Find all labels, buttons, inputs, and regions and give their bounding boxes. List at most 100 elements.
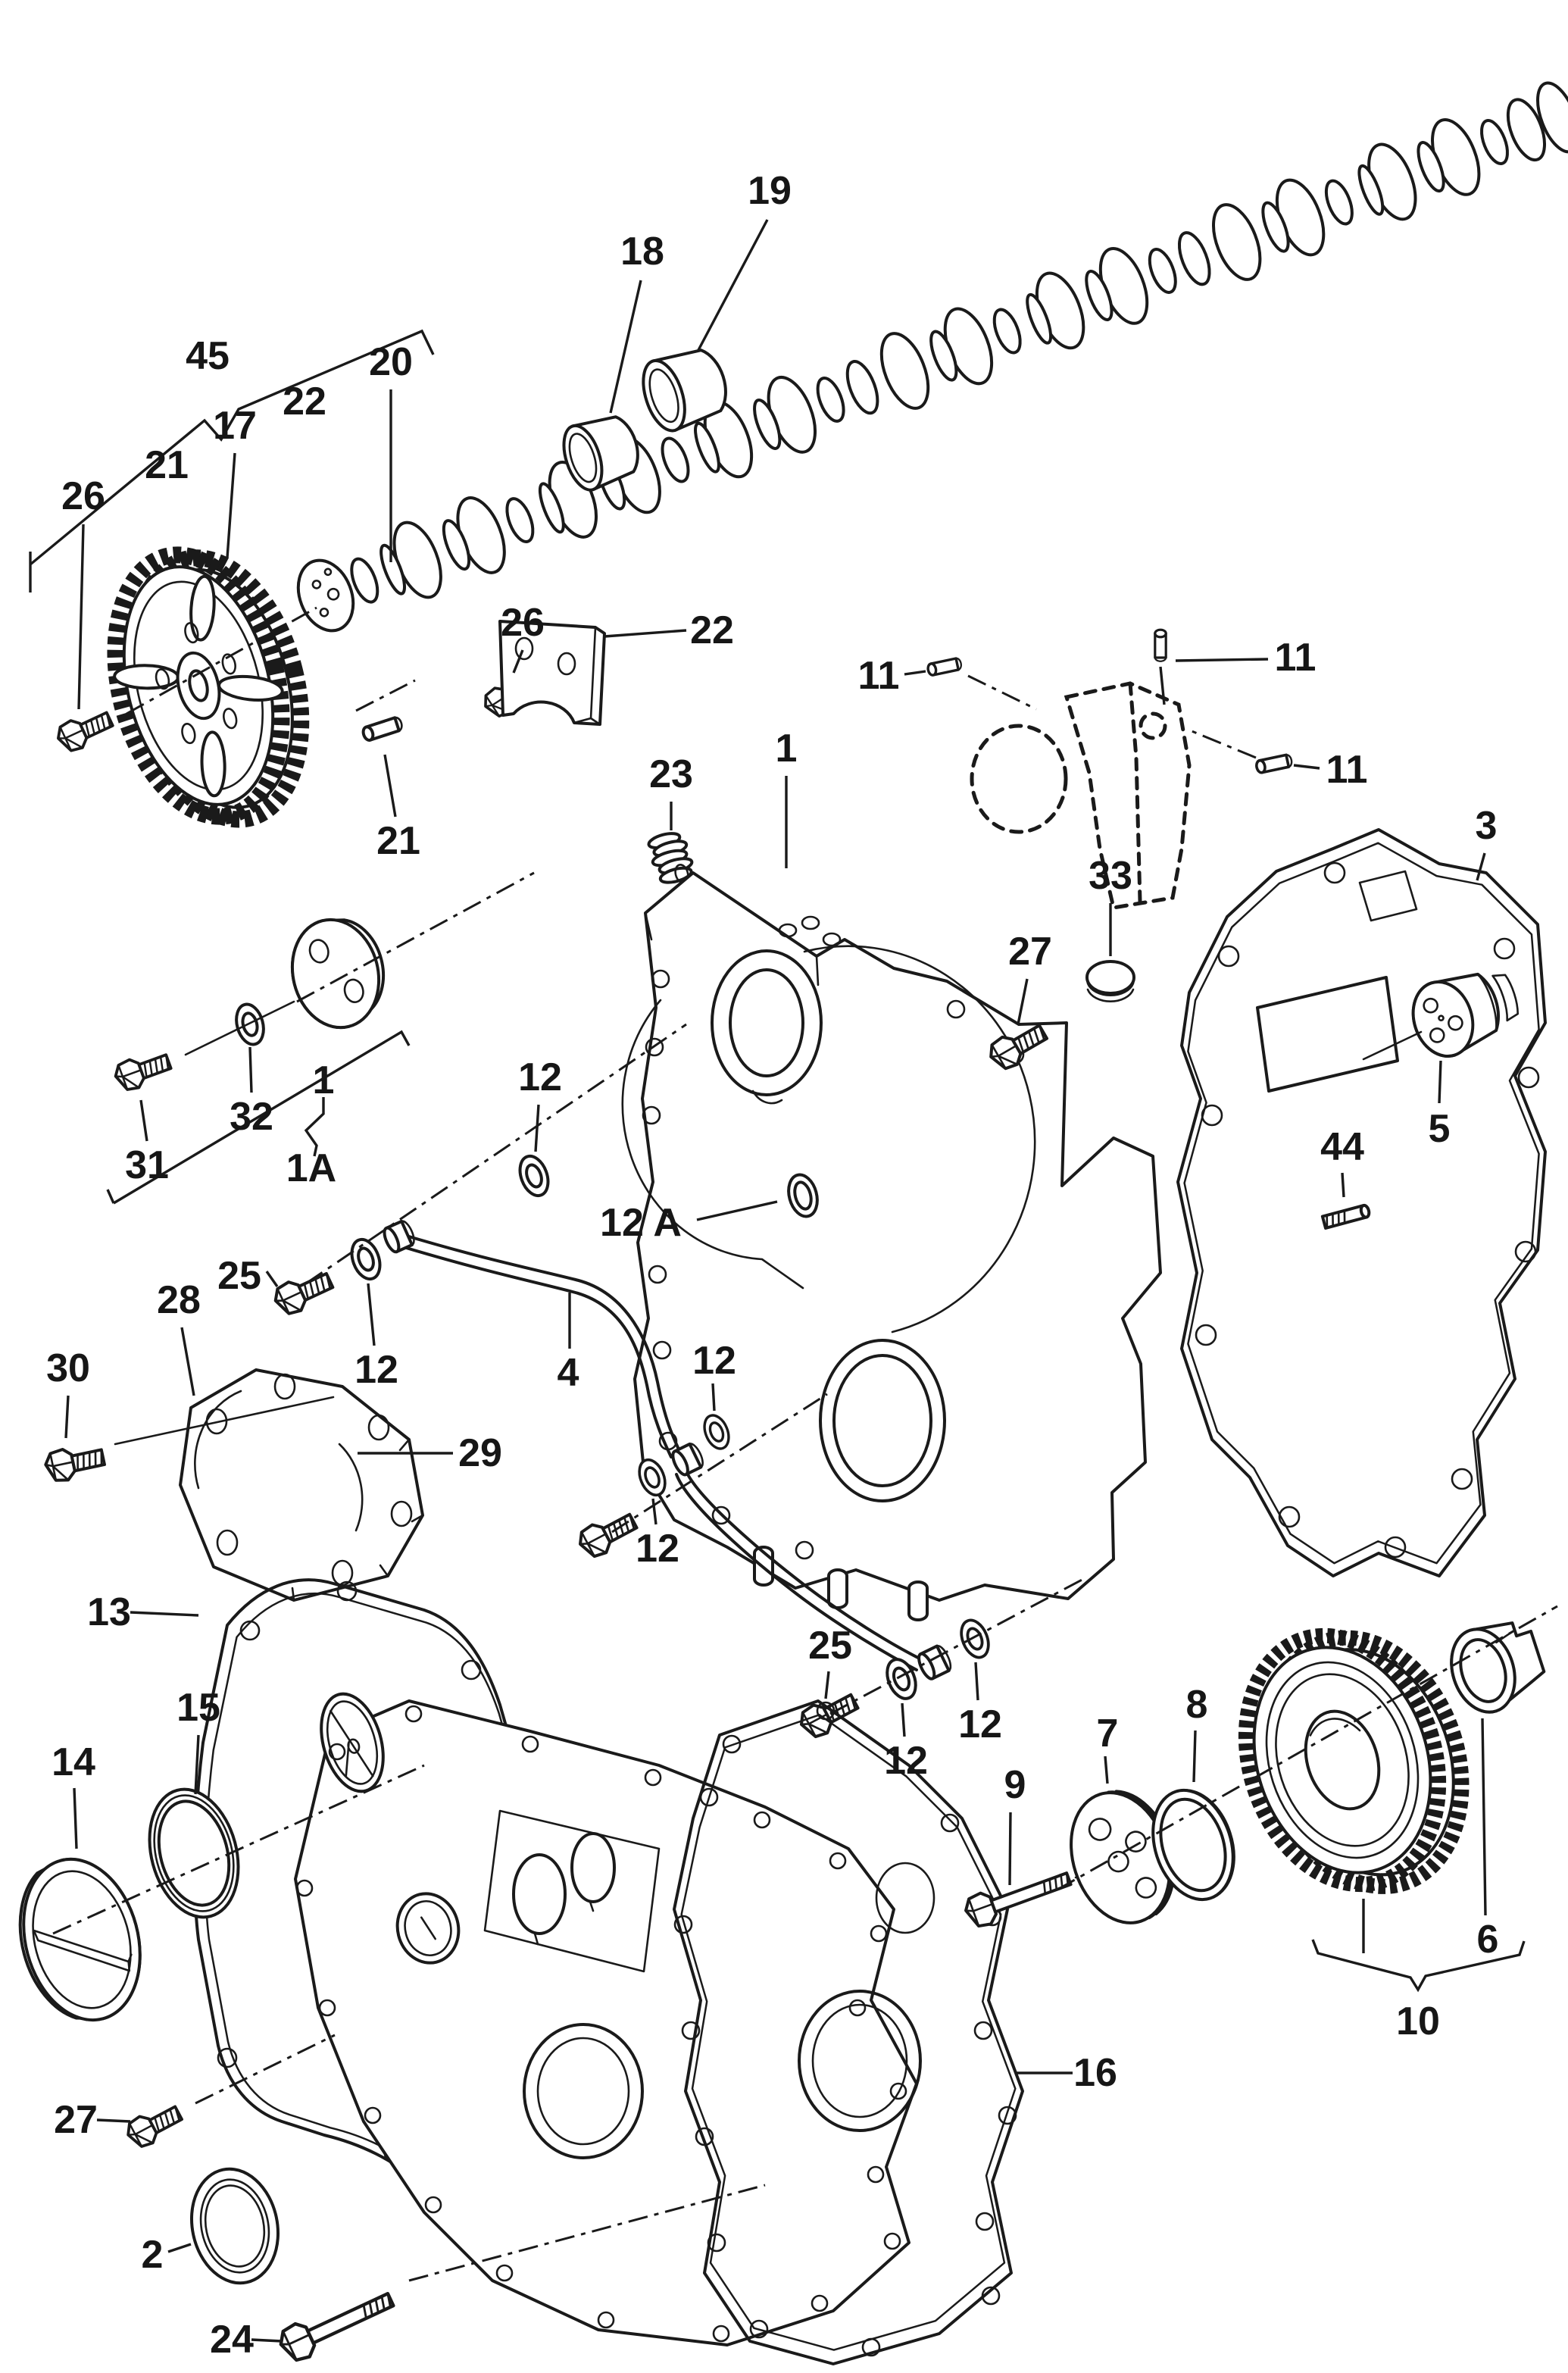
camshaft-art xyxy=(296,81,1568,633)
callout-12-c-leader xyxy=(367,1283,376,1346)
oil-pipe-4-art xyxy=(402,1233,923,1671)
callout-31-leader xyxy=(139,1099,148,1142)
plug-5-art xyxy=(1411,972,1520,1058)
callout-12-g[interactable]: 12 xyxy=(958,1702,1002,1746)
callout-12-d[interactable]: 12 xyxy=(692,1339,736,1383)
group-bracket-45 xyxy=(29,329,435,592)
callout-45[interactable]: 45 xyxy=(186,334,230,378)
callout-32[interactable]: 32 xyxy=(230,1095,273,1139)
callout-22-clamp-leader xyxy=(604,629,687,638)
callout-23[interactable]: 23 xyxy=(649,752,693,796)
timing-gear-art xyxy=(107,546,310,828)
callout-3-leader xyxy=(1476,852,1486,881)
callout-24[interactable]: 24 xyxy=(210,2318,254,2362)
callout-12A[interactable]: 12 A xyxy=(600,1201,682,1245)
callout-10[interactable]: 10 xyxy=(1396,1999,1440,2043)
group-bracket-1A xyxy=(106,1030,411,1205)
washer-12-f xyxy=(880,1653,923,1705)
callout-26-left[interactable]: 26 xyxy=(61,474,105,518)
callout-32-leader xyxy=(248,1046,253,1093)
callout-26-right-leader xyxy=(512,649,524,674)
callout-3[interactable]: 3 xyxy=(1476,804,1498,848)
idler-gear-10-art xyxy=(1238,1627,1470,1894)
callout-27-bottom[interactable]: 27 xyxy=(54,2098,98,2142)
callout-11-top[interactable]: 11 xyxy=(1275,636,1317,680)
stud-44 xyxy=(1320,1202,1372,1230)
callout-31[interactable]: 31 xyxy=(125,1143,169,1187)
callout-8-leader xyxy=(1192,1730,1197,1783)
callout-27-top[interactable]: 27 xyxy=(1008,930,1052,974)
bolt-27-bottom xyxy=(121,2098,187,2153)
callout-11-bottom[interactable]: 11 xyxy=(1326,748,1368,792)
bolt-9 xyxy=(960,1861,1076,1932)
callout-5-leader xyxy=(1438,1060,1442,1104)
callout-17-leader xyxy=(226,452,236,558)
callout-13-leader xyxy=(130,1611,199,1617)
banjo-bolt-25-upper xyxy=(269,1264,338,1321)
cap-33-art xyxy=(1085,960,1135,1003)
callout-22-group[interactable]: 22 xyxy=(283,380,326,424)
callout-27-bottom-leader xyxy=(96,2118,131,2123)
callout-28[interactable]: 28 xyxy=(157,1278,201,1322)
callout-15[interactable]: 15 xyxy=(176,1686,220,1730)
callout-18-leader xyxy=(609,280,642,414)
callout-26-right[interactable]: 26 xyxy=(501,601,545,645)
callout-5[interactable]: 5 xyxy=(1429,1107,1451,1151)
callout-15-leader xyxy=(194,1734,200,1795)
callout-17[interactable]: 17 xyxy=(213,404,257,448)
callout-12-e[interactable]: 12 xyxy=(636,1527,679,1571)
callout-12-g-leader xyxy=(974,1662,979,1701)
lower-cover-art xyxy=(294,1692,918,2346)
callout-1A[interactable]: 1A xyxy=(286,1146,336,1190)
callout-20[interactable]: 20 xyxy=(369,340,413,384)
washer-12-upper xyxy=(513,1150,555,1202)
callout-25-lower[interactable]: 25 xyxy=(808,1624,852,1668)
main-cover-1-art xyxy=(621,871,1162,1621)
bearing-shell-18-art xyxy=(562,415,639,492)
callout-12-c[interactable]: 12 xyxy=(355,1348,398,1392)
callout-13[interactable]: 13 xyxy=(87,1590,131,1634)
callout-9[interactable]: 9 xyxy=(1004,1763,1026,1807)
callout-44-leader xyxy=(1341,1172,1345,1198)
callout-19[interactable]: 19 xyxy=(748,169,792,213)
callout-25-lower-leader xyxy=(824,1671,830,1699)
callout-11-top-leader xyxy=(1175,658,1269,662)
callout-11-left[interactable]: 11 xyxy=(858,654,900,698)
callout-21-pin[interactable]: 21 xyxy=(376,819,420,863)
callout-33[interactable]: 33 xyxy=(1089,854,1132,898)
callout-12-f[interactable]: 12 xyxy=(884,1739,928,1783)
callout-2[interactable]: 2 xyxy=(142,2233,164,2277)
gasket-16-art xyxy=(673,1699,1024,2365)
callout-12-upper-leader xyxy=(534,1104,540,1152)
callout-7[interactable]: 7 xyxy=(1097,1712,1119,1756)
bolt-24 xyxy=(276,2283,398,2365)
callout-18[interactable]: 18 xyxy=(620,230,664,274)
callout-21-group[interactable]: 21 xyxy=(145,443,189,487)
oring-15-art xyxy=(148,1787,240,1919)
callout-27-top-leader xyxy=(1017,978,1029,1025)
callout-12A-leader xyxy=(696,1200,778,1221)
callout-22-clamp[interactable]: 22 xyxy=(690,608,734,652)
callout-30[interactable]: 30 xyxy=(46,1346,90,1390)
callout-19-leader xyxy=(697,219,769,351)
bearing-shell-19-art xyxy=(642,349,727,433)
callout-1-cover[interactable]: 1 xyxy=(776,727,798,771)
dowel-pin-11-left xyxy=(926,656,964,677)
callout-1-group[interactable]: 1 xyxy=(313,1058,335,1102)
pipe-eye-upper xyxy=(383,1219,415,1254)
callout-8[interactable]: 8 xyxy=(1186,1683,1208,1727)
callout-29[interactable]: 29 xyxy=(458,1431,502,1475)
callout-26-left-leader xyxy=(77,524,85,710)
callout-25-upper[interactable]: 25 xyxy=(217,1254,261,1298)
callout-6[interactable]: 6 xyxy=(1477,1918,1499,1962)
bolt-30 xyxy=(42,1440,108,1486)
bolt-31 xyxy=(110,1046,175,1096)
callout-4[interactable]: 4 xyxy=(558,1351,579,1395)
washer-12-g xyxy=(954,1615,995,1663)
banjo-bolt-25-lower xyxy=(796,1687,861,1742)
callout-16[interactable]: 16 xyxy=(1073,2051,1117,2095)
callout-14[interactable]: 14 xyxy=(52,1740,95,1784)
callout-12-upper[interactable]: 12 xyxy=(518,1055,562,1099)
callout-44[interactable]: 44 xyxy=(1320,1125,1364,1169)
